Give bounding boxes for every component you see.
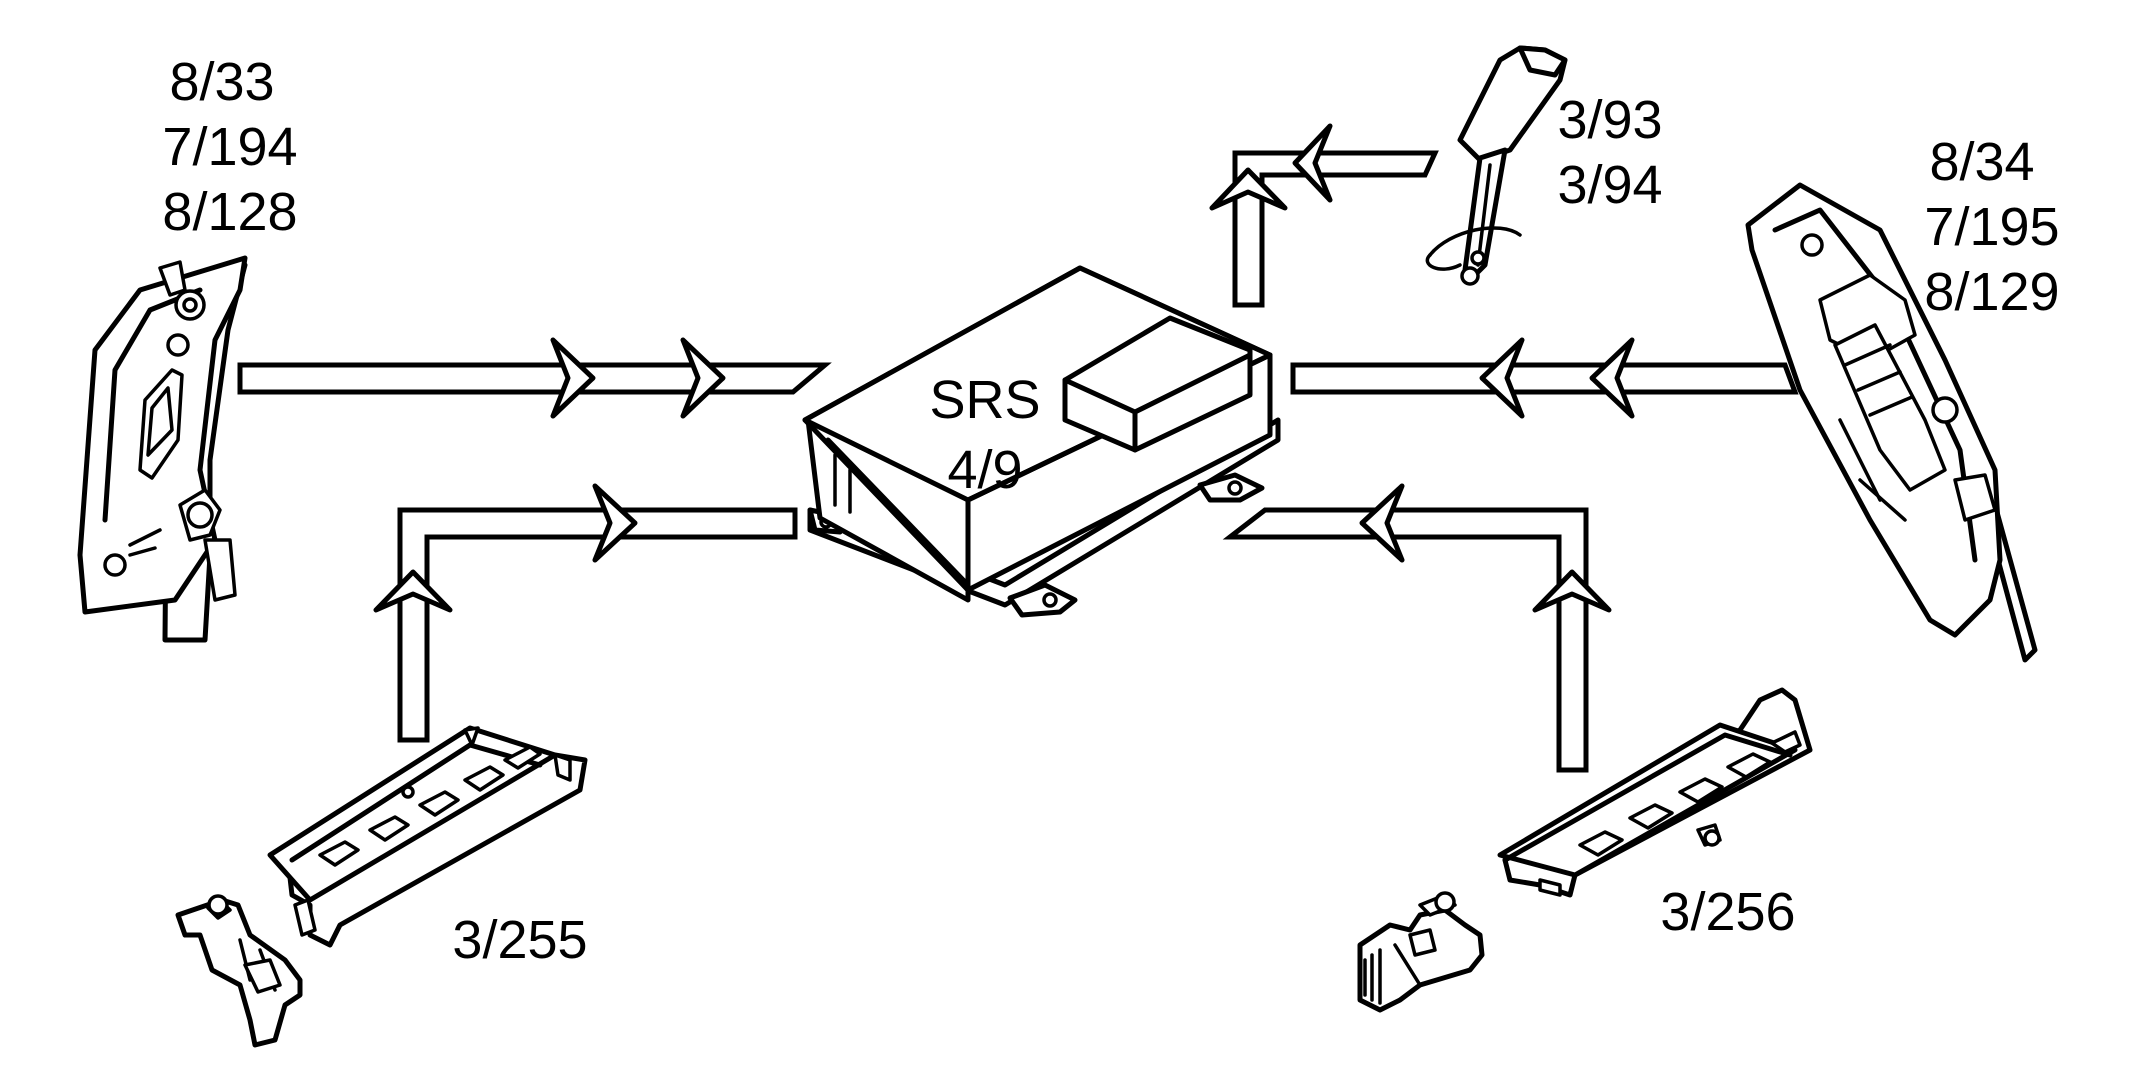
- left-inflatable-curtain-module-icon: [77, 255, 248, 643]
- seat-belt-buckle-icon: [1425, 45, 1568, 286]
- right-module-code-3: 8/129: [1924, 262, 2059, 322]
- right-seat-rail-sensor-icon: [1357, 687, 1813, 1013]
- left-module-code-2: 7/194: [162, 117, 297, 177]
- seat-belt-code-2: 3/94: [1557, 155, 1662, 215]
- right-inflatable-curtain-module-icon: [1745, 182, 2038, 663]
- left-module-code-3: 8/128: [162, 182, 297, 242]
- right-module-code-1: 8/34: [1929, 132, 2034, 192]
- left-seat-rail-sensor-icon: [175, 725, 588, 1048]
- srs-unit-name: SRS: [929, 370, 1040, 430]
- connector-3-255-to-srs: [373, 483, 798, 743]
- connector-3-256-to-srs: [1222, 483, 1612, 773]
- seat-belt-code-1: 3/93: [1557, 90, 1662, 150]
- connector-seatbelt-to-srs: [1209, 123, 1439, 308]
- right-seat-rail-code: 3/256: [1660, 882, 1795, 942]
- left-module-code-1: 8/33: [169, 52, 274, 112]
- left-seat-rail-code: 3/255: [452, 910, 587, 970]
- srs-control-unit: SRS 4/9: [802, 265, 1281, 618]
- connector-right-to-srs: [1290, 337, 1799, 419]
- right-module-code-2: 7/195: [1924, 197, 2059, 257]
- connector-left-to-srs: [237, 337, 832, 419]
- srs-unit-code: 4/9: [947, 440, 1022, 500]
